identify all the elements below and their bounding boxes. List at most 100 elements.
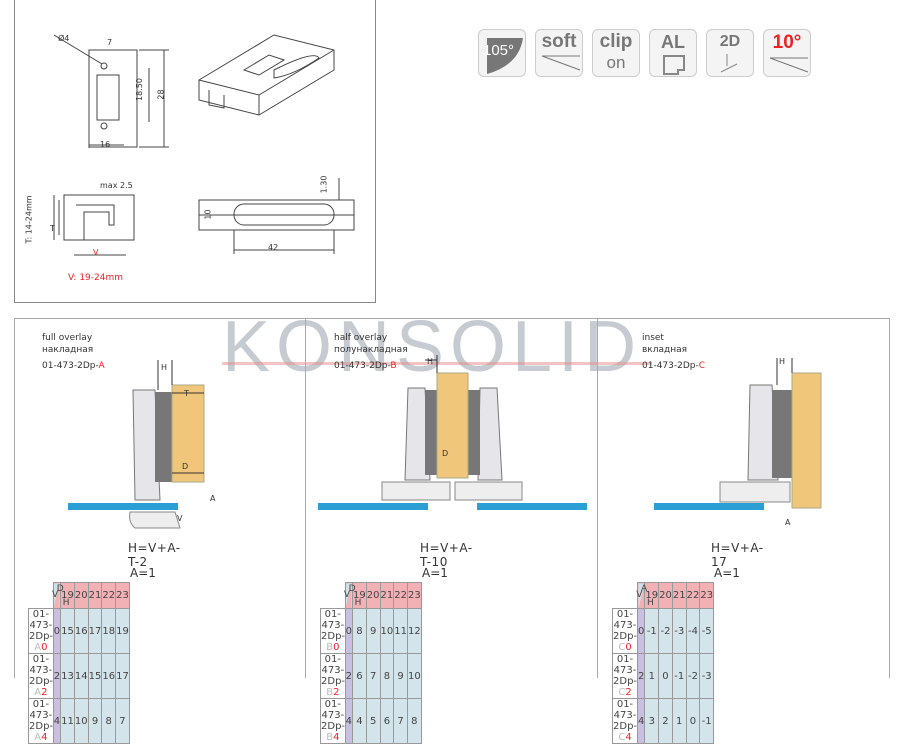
aluminium-frame-icon: AL [649,29,697,77]
table-cell: 17 [115,653,130,699]
mounting-type-title-ru: вкладная [642,345,688,355]
row-product-code: 01-473-2Dp-A4 [28,698,54,744]
technical-drawing-panel [14,0,376,303]
row-h-value: 4 [636,698,646,744]
table-cell: 7 [393,698,408,744]
table-cell: -1 [644,608,660,654]
row-product-code: 01-473-2Dp-B4 [320,698,346,744]
table-cell: 11 [60,698,75,744]
table-cell: 15 [87,653,103,699]
table-cell: 1 [644,653,660,699]
table-cell: -1 [671,653,687,699]
row-h-value: 4 [52,698,62,744]
hinge-drawings [68,355,822,529]
row-h-value: 2 [344,653,354,699]
table-cell: 11 [393,608,408,654]
row-product-code: 01-473-2Dp-C2 [611,653,639,699]
table-cell: 16 [73,608,89,654]
dim-42: 42 [268,243,279,252]
table-cell: -1 [699,698,715,744]
table-cell: 10 [379,608,395,654]
2d-adjust-icon: 2D [706,29,754,77]
column-header: 22 [685,582,701,609]
column-header: 19 [644,582,660,609]
table-cell: 5 [365,698,381,744]
product-code: 01-473-2Dp-A [42,361,105,371]
table-cell: 16 [101,653,117,699]
table-cell: 8 [379,653,395,699]
column-header: 22 [101,582,117,609]
column-header: 22 [393,582,408,609]
table-cell: 9 [365,608,381,654]
column-header: 20 [658,582,673,609]
table-cell: -4 [685,608,701,654]
dimension-mark-a: A [210,494,216,503]
row-h-value: 2 [636,653,646,699]
dimension-mark-h: H [779,357,786,366]
table-row: 01-473-2Dp-C0 0-1-2-3-4-5 [611,608,715,654]
mounting-type-title-ru: накладная [42,345,94,355]
dimension-mark-h: H [161,363,168,372]
table-cell: -3 [699,653,715,699]
formula: H=V+A-17 [711,541,764,569]
table-cell: 19 [115,608,130,654]
column-header: 21 [87,582,103,609]
table-cell: 12 [406,608,422,654]
row-h-value: 0 [344,608,354,654]
row-product-code: 01-473-2Dp-C0 [611,608,639,654]
column-header: 19 [352,582,367,609]
table-cell: 13 [60,653,75,699]
dimension-mark-v: V [177,514,183,523]
row-h-value: 0 [636,608,646,654]
product-code: 01-473-2Dp-B [334,361,397,371]
mounting-type-title: half overlay [334,333,388,343]
formula: H=V+A-T-10 [420,541,473,569]
table-cell: 1 [671,698,687,744]
table-cell: 3 [644,698,660,744]
table-cell: 7 [115,698,130,744]
column-header: 23 [115,582,130,609]
table-cell: 17 [87,608,103,654]
dim-v-range: V: 19-24mm [68,273,124,283]
feature-icons: 105° soft clip on AL 2D 10° [478,29,811,77]
table-cell: 0 [658,653,673,699]
table-cell: 10 [406,653,422,699]
table-cell: 7 [365,653,381,699]
table-cell: 10 [73,698,89,744]
dim-diameter: Ø4 [58,34,70,43]
table-cell: 9 [393,653,408,699]
table-cell: 14 [73,653,89,699]
table-cell: 8 [352,608,367,654]
mounting-type-title: inset [642,333,664,343]
table-cell: 18 [101,608,117,654]
row-product-code: 01-473-2Dp-A0 [28,608,54,654]
table-cell: 2 [658,698,673,744]
dim-t: T [50,224,55,233]
half-overlay-drawing [318,355,587,510]
table-cell: -5 [699,608,715,654]
row-product-code: 01-473-2Dp-C4 [611,698,639,744]
column-header: 21 [671,582,687,609]
table-cell: -2 [658,608,673,654]
mounting-types-panel [14,318,890,678]
technical-drawings [53,34,355,256]
dimension-mark-t: T [184,389,189,398]
a-value-label: A=1 [422,566,448,580]
table-cell: -2 [685,653,701,699]
column-header: 20 [73,582,89,609]
a-value-label: A=1 [130,566,156,580]
table-cell: 0 [685,698,701,744]
row-h-value: 4 [344,698,354,744]
table-cell: 8 [406,698,422,744]
a-value-label: A=1 [714,566,740,580]
table-cell: 6 [379,698,395,744]
